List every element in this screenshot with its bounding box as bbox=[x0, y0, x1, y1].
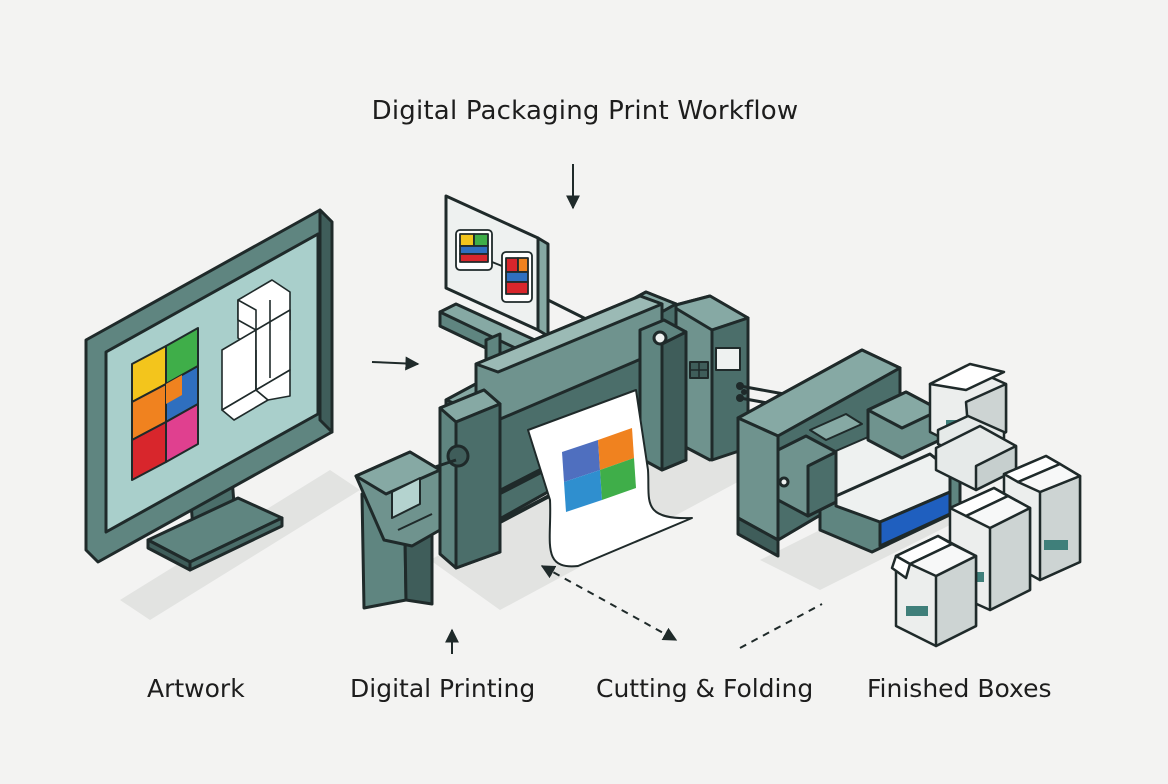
diagram-title: Digital Packaging Print Workflow bbox=[371, 96, 799, 126]
digital-printer bbox=[438, 290, 750, 570]
box-dieline-drawing bbox=[221, 279, 291, 421]
printed-sheet-colors bbox=[562, 428, 636, 512]
stage-label-digital-printing: Digital Printing bbox=[350, 674, 536, 703]
control-kiosk bbox=[354, 450, 442, 610]
artwork-monitor bbox=[84, 208, 334, 572]
arrow-dashed-bidirectional bbox=[540, 565, 678, 641]
stage-label-cutting-folding: Cutting & Folding bbox=[596, 674, 814, 703]
stage-label-finished-boxes: Finished Boxes bbox=[867, 674, 1052, 703]
box-front bbox=[890, 534, 978, 648]
cutting-folding-machine bbox=[736, 348, 962, 558]
arrow-artwork-to-printer bbox=[371, 356, 420, 371]
finished-boxes bbox=[890, 362, 1082, 648]
color-swatch-grid bbox=[131, 327, 199, 481]
arrow-dashed-to-boxes bbox=[739, 603, 823, 649]
stage-label-artwork: Artwork bbox=[147, 674, 245, 703]
